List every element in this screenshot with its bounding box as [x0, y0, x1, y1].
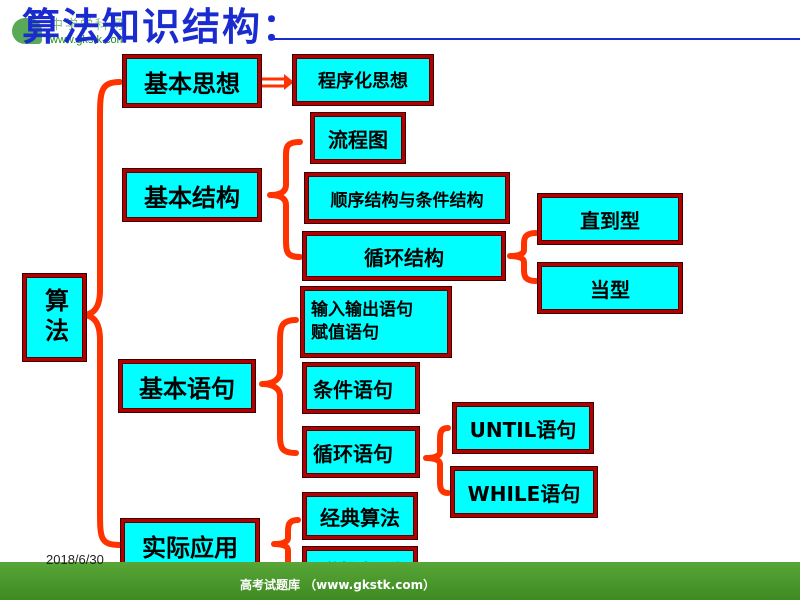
- node-cond-statement: 条件语句: [306, 366, 416, 410]
- slide-date: 2018/6/30: [46, 552, 104, 567]
- loop-structure-brace: [507, 230, 539, 284]
- node-while-statement: WHILE语句: [454, 470, 594, 514]
- node-basic-idea: 基本思想: [126, 58, 258, 104]
- logo-icon: [12, 18, 42, 44]
- title-underline: [270, 38, 800, 40]
- node-loop-structure: 循环结构: [306, 235, 502, 277]
- loop-statement-brace: [423, 425, 451, 496]
- page-title: 算法知识结构：: [22, 5, 303, 49]
- node-flowchart: 流程图: [314, 116, 402, 160]
- node-io-assign: 输入输出语句 赋值语句: [304, 290, 448, 354]
- site-logo: 中学学科网 www.gkstk.com: [6, 10, 156, 52]
- assign-statement-label: 赋值语句: [311, 323, 379, 343]
- logo-url: www.gkstk.com: [50, 34, 126, 46]
- node-classic-algo: 经典算法: [306, 496, 414, 536]
- footer-bar: [0, 562, 800, 600]
- root-node: 算法: [26, 277, 83, 358]
- io-statement-label: 输入输出语句: [311, 300, 413, 320]
- double-arrow: [262, 74, 294, 90]
- node-application: 实际应用: [124, 522, 256, 568]
- node-loop-statement: 循环语句: [306, 430, 416, 474]
- node-basic-structure: 基本结构: [126, 172, 258, 218]
- node-until-type: 直到型: [541, 197, 679, 241]
- node-basic-statements: 基本语句: [122, 363, 252, 409]
- structure-brace: [267, 139, 303, 260]
- node-while-type: 当型: [541, 266, 679, 310]
- node-until-statement: UNTIL语句: [456, 406, 590, 450]
- statements-brace: [259, 317, 299, 456]
- footer-text: 高考试题库 （www.gkstk.com）: [240, 578, 436, 592]
- node-seq-cond: 顺序结构与条件结构: [308, 176, 506, 220]
- root-label: 算法: [40, 287, 69, 348]
- main-brace: [79, 79, 123, 548]
- node-programmatic-idea: 程序化思想: [296, 58, 430, 102]
- logo-text: 中学学科网: [50, 18, 126, 33]
